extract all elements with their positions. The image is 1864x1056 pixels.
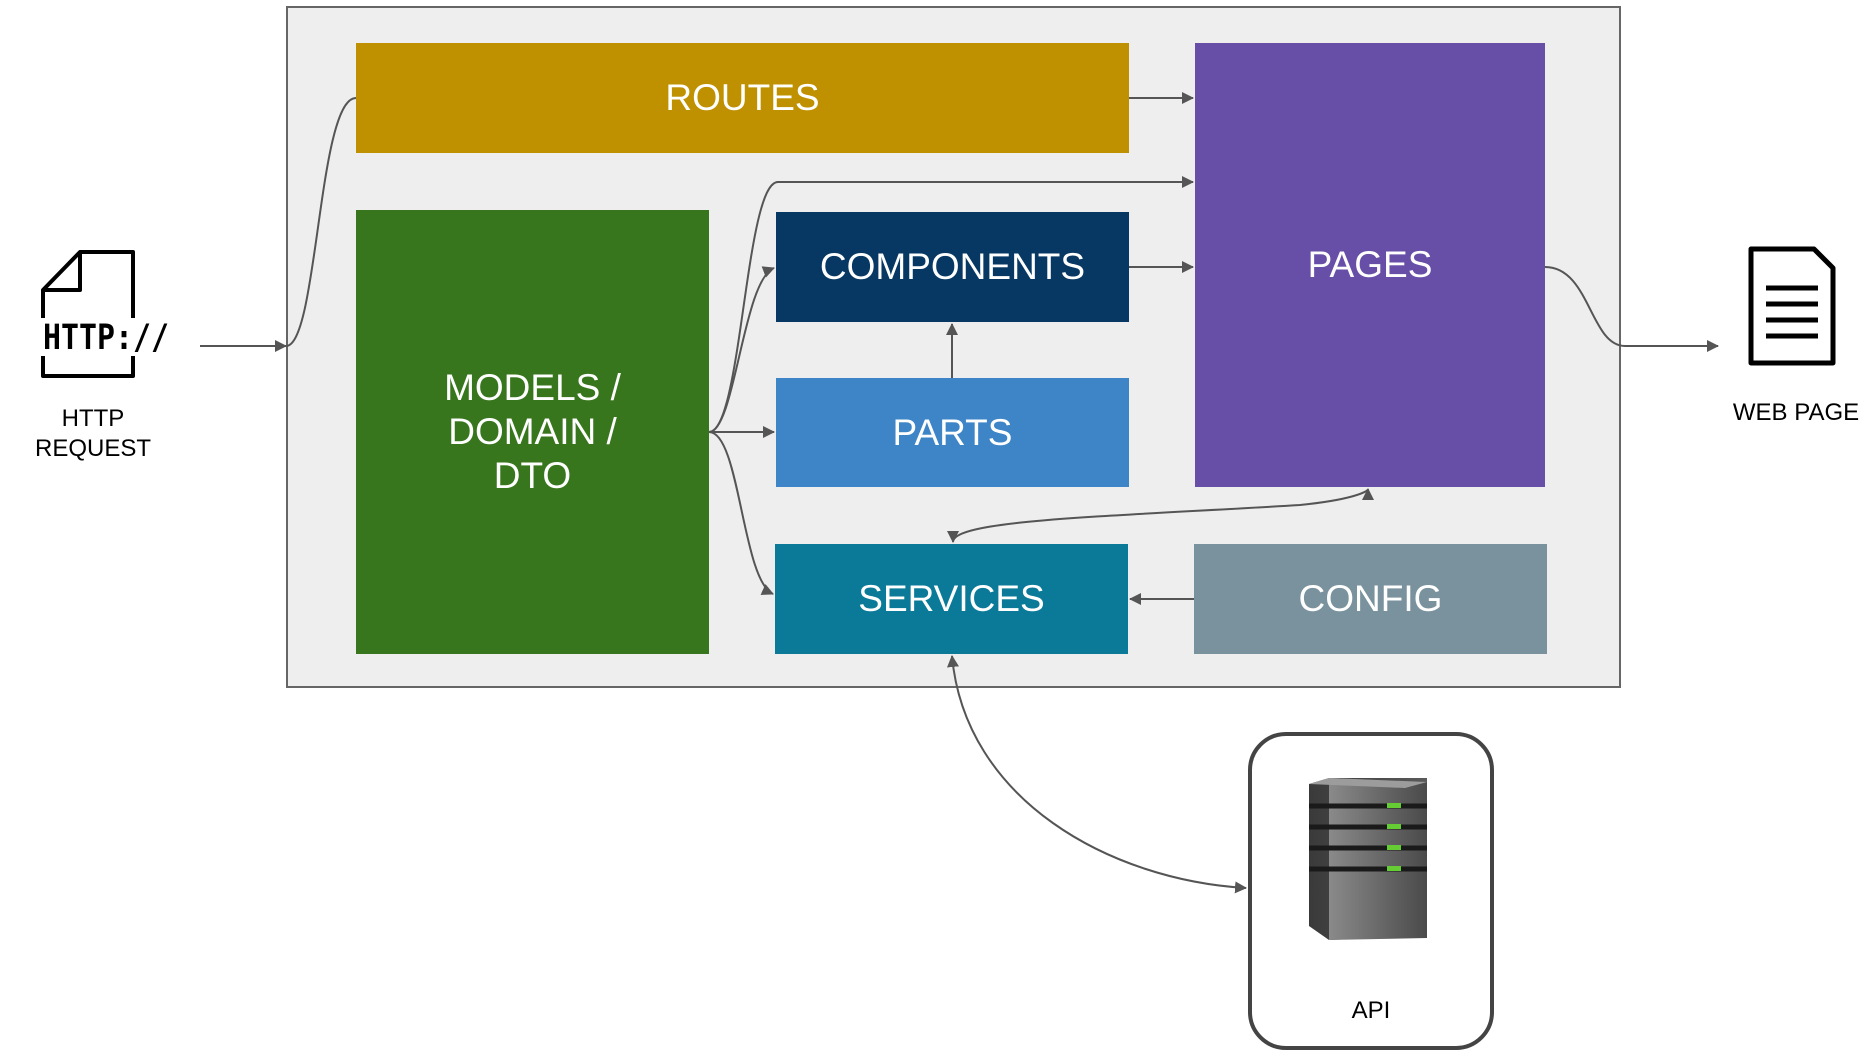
pages-label: PAGES	[1307, 244, 1433, 285]
svg-text:HTTP://: HTTP://	[43, 318, 169, 358]
http-request-line-2: REQUEST	[34, 435, 151, 462]
config-box: CONFIG	[1194, 544, 1547, 654]
server-icon	[1309, 778, 1427, 940]
parts-box: PARTS	[776, 378, 1129, 487]
pages-box: PAGES	[1195, 43, 1545, 487]
routes-label: ROUTES	[665, 77, 820, 118]
api-caption: API	[1351, 997, 1391, 1024]
services-label: SERVICES	[858, 578, 1045, 619]
models-label-line-2: DOMAIN /	[448, 411, 617, 452]
models-label-line-1: MODELS /	[444, 367, 621, 408]
routes-box: ROUTES	[356, 43, 1129, 153]
models-box: MODELS / DOMAIN / DTO	[356, 210, 709, 654]
config-label: CONFIG	[1298, 578, 1443, 619]
http-file-icon: HTTP://	[41, 250, 169, 378]
models-label-line-3: DTO	[493, 455, 572, 496]
http-request-caption: HTTP REQUEST	[13, 404, 173, 464]
components-box: COMPONENTS	[776, 212, 1129, 322]
parts-label: PARTS	[892, 411, 1013, 453]
components-label: COMPONENTS	[819, 246, 1086, 287]
http-request-line-1: HTTP	[61, 405, 125, 432]
services-api-link-arrow	[947, 655, 1247, 894]
services-box: SERVICES	[775, 544, 1128, 654]
web-page-caption: WEB PAGE	[1732, 399, 1860, 426]
document-icon	[1748, 246, 1836, 366]
